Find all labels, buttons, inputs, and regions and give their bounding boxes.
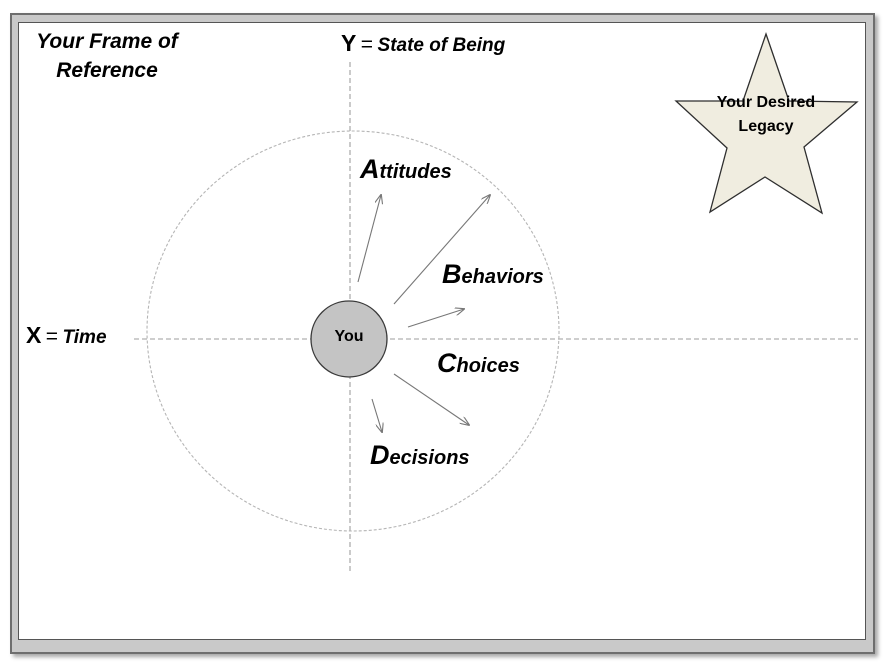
term-behaviors: Behaviors [442,259,544,290]
legacy-label: Your Desired Legacy [716,94,816,135]
arrow-choices [393,373,469,425]
x-axis-description: Time [62,327,107,348]
term-decisions-rest: ecisions [389,447,470,469]
term-choices-initial: C [437,348,457,378]
x-axis-letter: X [26,322,42,348]
y-axis-description: State of Being [377,35,506,56]
term-choices: Choices [437,348,520,379]
influence-circle [146,130,560,532]
arrow-attitudes [357,195,381,283]
diagram-title: Your Frame of Reference [36,30,178,82]
term-decisions: Decisions [370,440,470,471]
you-circle [310,300,388,378]
you-label: You [334,328,364,345]
term-decisions-initial: D [370,440,390,470]
term-behaviors-initial: B [442,259,462,289]
term-choices-rest: hoices [456,355,520,377]
term-attitudes: Attitudes [360,154,452,185]
x-axis-equals: = [45,325,59,348]
term-behaviors-rest: ehaviors [461,266,544,288]
arrow-legacy [393,195,490,305]
term-attitudes-initial: A [360,154,380,184]
arrow-behaviors [407,309,464,328]
x-axis-label: X = Time [26,322,107,349]
term-attitudes-rest: ttitudes [379,161,452,183]
arrow-decisions [371,398,382,432]
y-axis-equals: = [360,33,374,56]
legacy-star-icon [674,31,859,215]
y-axis-letter: Y [341,30,357,56]
y-axis-label: Y = State of Being [341,30,505,57]
